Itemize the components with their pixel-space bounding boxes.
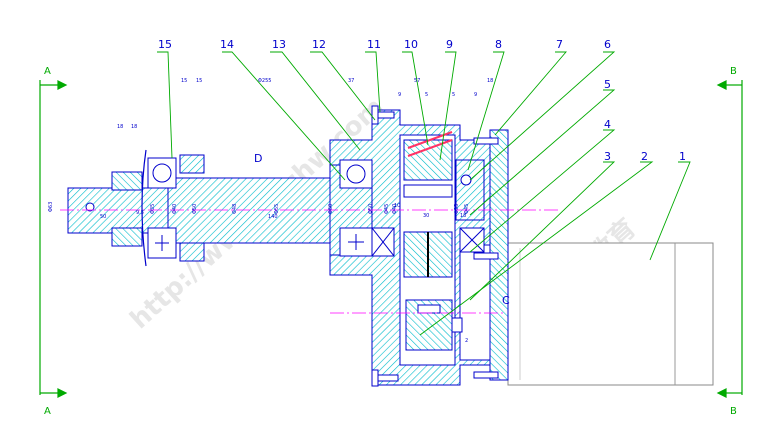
dim-shaft-2: Φ50: [192, 204, 198, 214]
dim-top-12: 2: [465, 338, 468, 344]
dim-shaft-0: Φ35: [150, 204, 156, 214]
dim-horizontal-1: 9.5: [136, 210, 144, 216]
part-label-9: 9: [446, 38, 453, 51]
gears: [403, 131, 485, 351]
dim-top-7: 18: [487, 78, 493, 84]
part-label-3: 3: [604, 150, 611, 163]
dim-horizontal-4: 10: [394, 203, 400, 209]
dim-horizontal-0: 50: [100, 214, 106, 220]
dim-top-5: 37: [348, 78, 354, 84]
dim-shaft-9: Φ35: [454, 204, 460, 214]
part-label-6: 6: [604, 38, 611, 51]
dim-shaft-7: Φ45: [384, 204, 390, 214]
left-end-parts: [111, 149, 205, 267]
part-label-13: 13: [272, 38, 286, 51]
dim-shaft-8: Φ40: [392, 204, 398, 214]
center-lines: [60, 209, 560, 314]
part-label-8: 8: [495, 38, 502, 51]
part-label-1: 1: [679, 150, 686, 163]
part-label-14: 14: [220, 38, 234, 51]
dim-top-1: 18: [131, 124, 137, 130]
dim-top-11: 9: [474, 92, 477, 98]
section-label-a-bottom: A: [44, 406, 51, 417]
section-label-b-top: B: [730, 66, 737, 77]
dim-horizontal-2: 140: [268, 214, 278, 220]
dim-shaft-5: Φ60: [328, 204, 334, 214]
dim-top-6: 57: [414, 78, 420, 84]
dimension-labels: 18 18 15 15 Φ255 37 57 18 9 5 5 9 2 Φ63 Φ35 Φ40 Φ50 Φ48 Φ5…: [48, 78, 493, 344]
section-markers: [39, 80, 743, 398]
region-label-c: C: [502, 294, 510, 307]
dim-horizontal-3: 30: [423, 213, 429, 219]
leader-lines: [157, 51, 691, 336]
section-label-b-bottom: B: [730, 406, 737, 417]
part-label-7: 7: [556, 38, 563, 51]
part-label-2: 2: [641, 150, 648, 163]
part-label-12: 12: [312, 38, 326, 51]
part-label-15: 15: [158, 38, 172, 51]
part-label-11: 11: [367, 38, 381, 51]
part-label-4: 4: [604, 118, 611, 131]
region-label-d: D: [254, 152, 262, 165]
dim-horizontal-5: 18: [460, 213, 466, 219]
section-label-a-top: A: [44, 66, 51, 77]
dim-shaft-10: Φ45: [464, 204, 470, 214]
motor: [507, 242, 714, 386]
dim-shaft-3: Φ48: [232, 204, 238, 214]
dim-top-2: 15: [181, 78, 187, 84]
dim-top-9: 5: [425, 92, 428, 98]
bearings: [339, 159, 485, 257]
part-label-10: 10: [404, 38, 418, 51]
dim-top-4: Φ255: [258, 78, 271, 84]
dim-left-0: Φ63: [48, 202, 54, 212]
dim-top-8: 9: [398, 92, 401, 98]
dim-shaft-6: Φ50: [368, 204, 374, 214]
part-labels: 15 14 13 12 11 10 9 8 7 6 5 4 3 2 1: [158, 38, 686, 163]
dim-top-3: 15: [196, 78, 202, 84]
dim-top-10: 5: [452, 92, 455, 98]
bolts: [371, 105, 499, 387]
dim-top-0: 18: [117, 124, 123, 130]
dim-shaft-4: Φ55: [274, 204, 280, 214]
part-label-5: 5: [604, 78, 611, 91]
dim-shaft-1: Φ40: [172, 204, 178, 214]
